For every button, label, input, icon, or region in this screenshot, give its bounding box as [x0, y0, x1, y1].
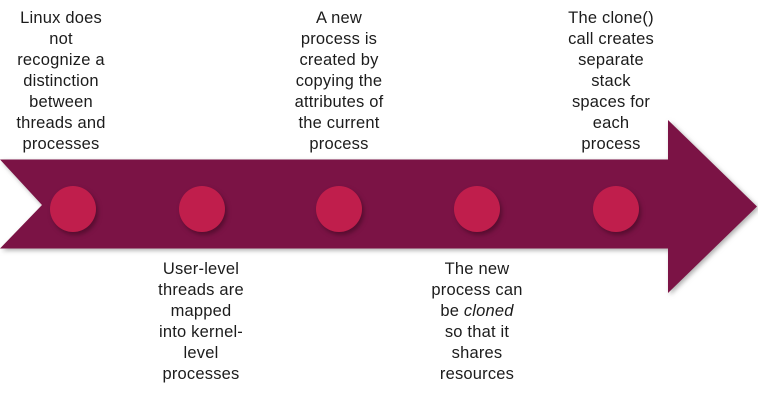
milestone-dot-4 [454, 186, 500, 232]
step-label-3: A new process is created by copying the … [294, 9, 384, 153]
milestone-dot-1 [50, 186, 96, 232]
milestone-dot-3 [316, 186, 362, 232]
step-label-4-text-before: The new process can be [431, 260, 523, 320]
milestone-dot-2 [179, 186, 225, 232]
step-label-4-italic-word: cloned [463, 302, 514, 320]
step-label-5: The clone() call creates separate stack … [568, 9, 654, 153]
step-label-2: User-level threads are mapped into kerne… [158, 260, 244, 383]
timeline-arrow [0, 120, 757, 293]
step-label-1: Linux does not recognize a distinction b… [16, 9, 106, 153]
step-label-4: The new process can be cloned so that it… [402, 259, 552, 385]
step-label-4-text-after: so that it shares resources [439, 323, 515, 383]
milestone-dot-5 [593, 186, 639, 232]
